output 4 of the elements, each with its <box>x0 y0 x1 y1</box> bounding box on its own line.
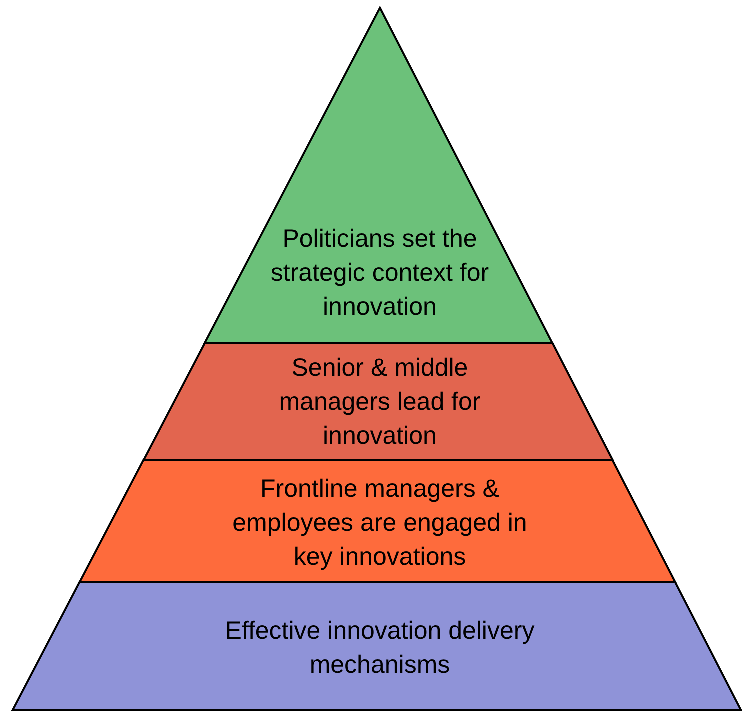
tier-label: Senior & middle managers lead for innovation <box>278 353 482 452</box>
tier-label: Frontline managers & employees are engaged in key innovations <box>232 474 528 573</box>
tier-label: Politicians set the strategic context for innovation <box>270 224 490 323</box>
tier-label: Effective innovation delivery mechanisms <box>224 616 536 681</box>
